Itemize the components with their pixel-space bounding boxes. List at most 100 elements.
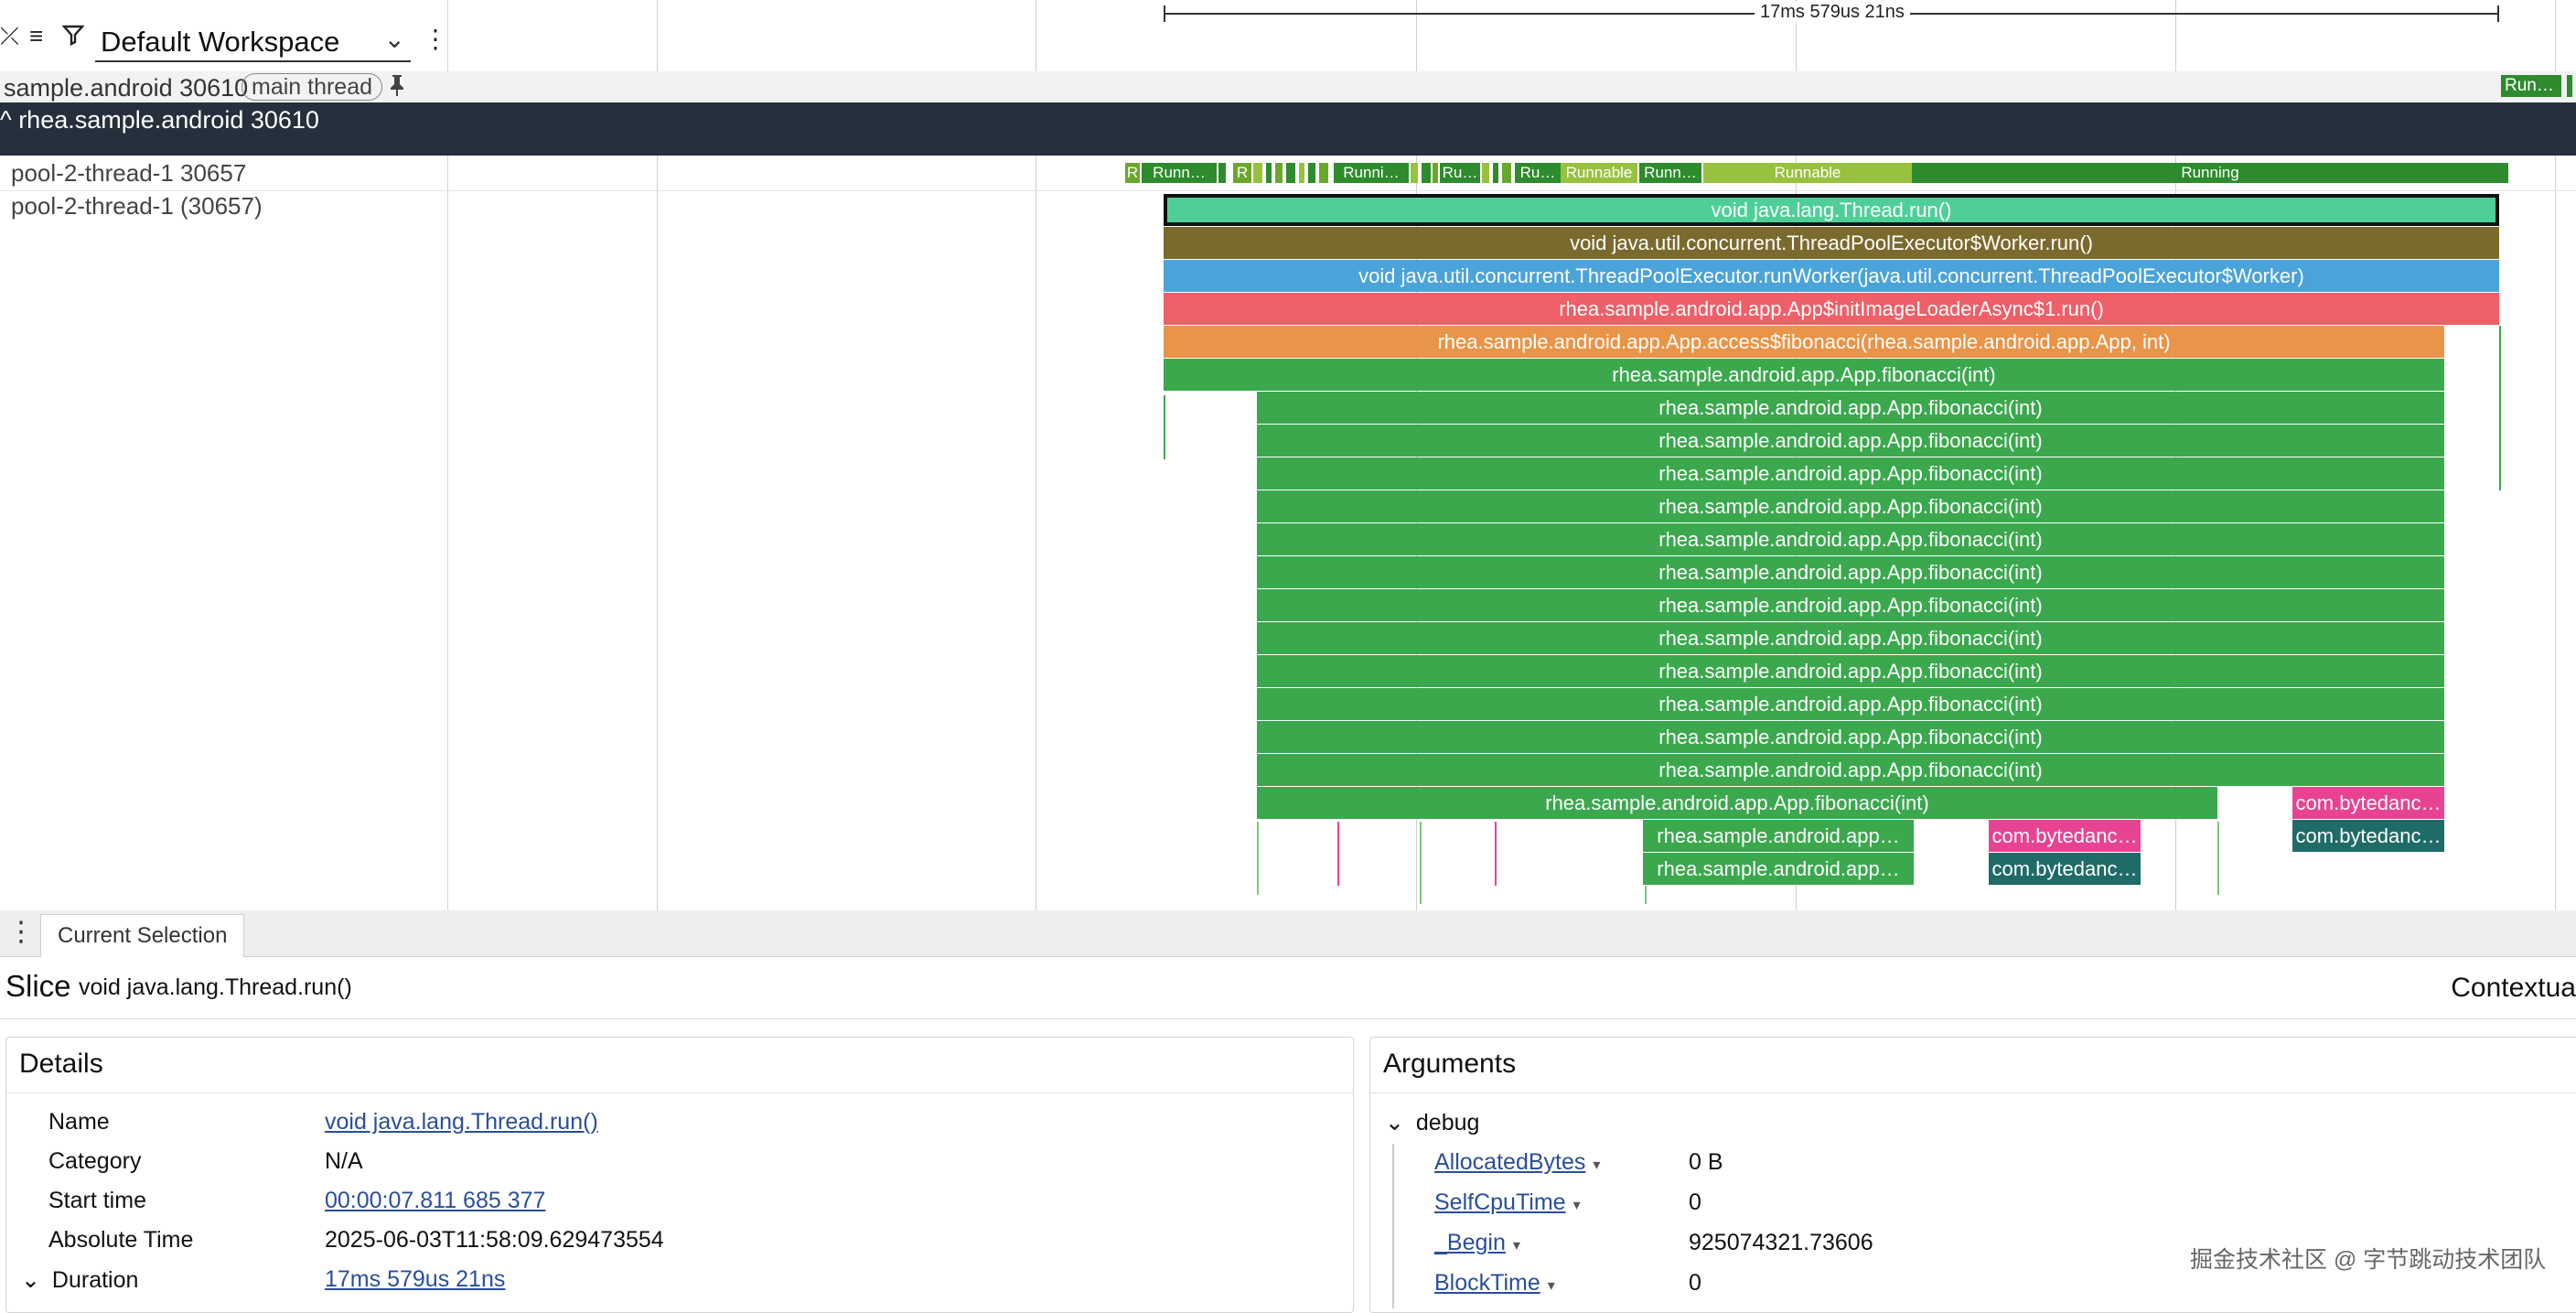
thread-state-segment[interactable]	[1411, 163, 1418, 183]
thread-state-segment[interactable]: R	[1233, 163, 1251, 183]
thread-state-segment[interactable]: Ru…	[1440, 163, 1480, 183]
thread-state-segment[interactable]	[1299, 163, 1304, 183]
thread-state-track[interactable]: pool-2-thread-1 30657	[0, 157, 2576, 191]
thread-state-running[interactable]: Run…	[2501, 75, 2558, 97]
arg-key-link[interactable]: SelfCpuTime	[1434, 1189, 1566, 1215]
slice[interactable]: rhea.sample.android.app.App.fibonacci(in…	[1257, 425, 2444, 457]
slice[interactable]: rhea.sample.android.app.App.fibonacci(in…	[1257, 589, 2444, 621]
caret-down-icon[interactable]: ▾	[1593, 1157, 1601, 1173]
thread-state-segment[interactable]: Runnable	[1703, 163, 1912, 183]
process-group-title: ^ rhea.sample.android 30610	[0, 106, 319, 134]
thin-slice[interactable]	[2499, 326, 2501, 490]
details-card: Details Name void java.lang.Thread.run()…	[5, 1037, 1354, 1313]
slice[interactable]: rhea.sample.android.app.App.access$fibon…	[1164, 326, 2444, 358]
detail-value-name-link[interactable]: void java.lang.Thread.run()	[325, 1109, 598, 1135]
thread-state-segment[interactable]	[1482, 163, 1489, 183]
thread-state-segment[interactable]	[1433, 163, 1438, 183]
thread-state-segment[interactable]: Ru…	[1515, 163, 1561, 183]
thread-state-running[interactable]	[2558, 75, 2561, 97]
caret-down-icon[interactable]: ▾	[1547, 1278, 1555, 1294]
arg-key-link[interactable]: AllocatedBytes	[1434, 1149, 1586, 1175]
debug-group-expander[interactable]: ⌄ debug	[1385, 1109, 1479, 1136]
detail-value-duration-link[interactable]: 17ms 579us 21ns	[325, 1266, 506, 1292]
slice[interactable]: rhea.sample.android.app.App.fibonacci(in…	[1257, 622, 2444, 654]
thread-state-segment[interactable]	[1493, 163, 1498, 183]
arg-key-allocatedbytes[interactable]: AllocatedBytes ▾	[1434, 1149, 1600, 1176]
panel-menu-icon[interactable]: ⋮	[7, 917, 35, 947]
workspace-select[interactable]: Default Workspace ⌄	[95, 20, 411, 62]
selection-range-start[interactable]	[1164, 5, 1165, 22]
thread-state-running[interactable]	[2567, 75, 2572, 97]
caret-down-icon[interactable]: ▾	[1512, 1238, 1520, 1254]
list-filter-icon[interactable]: ≡	[29, 22, 44, 49]
slice[interactable]: void java.util.concurrent.ThreadPoolExec…	[1164, 260, 2499, 292]
slice[interactable]: rhea.sample.android.app.App.fibonacci(in…	[1257, 490, 2444, 522]
thread-state-segment[interactable]: Runn…	[1639, 163, 1701, 183]
track-label-divider[interactable]	[447, 0, 448, 910]
tab-current-selection[interactable]: Current Selection	[40, 914, 245, 957]
slice[interactable]: rhea.sample.android.app.App.fibonacci(in…	[1257, 688, 2444, 720]
thin-slice[interactable]	[1257, 822, 1259, 895]
process-group-header[interactable]: ^ rhea.sample.android 30610	[0, 102, 2576, 156]
slice-type-title: Slice	[5, 969, 71, 1003]
thread-state-segment[interactable]: Runn…	[1142, 163, 1217, 183]
slice[interactable]: void java.util.concurrent.ThreadPoolExec…	[1164, 227, 2499, 259]
thread-state-segment[interactable]	[1218, 163, 1226, 183]
arg-key-link[interactable]: _Begin	[1434, 1230, 1506, 1255]
caret-down-icon[interactable]: ▾	[1572, 1198, 1581, 1213]
slice[interactable]: rhea.sample.android.app.App.fibonacci(in…	[1257, 655, 2444, 687]
funnel-filter-icon[interactable]	[61, 24, 85, 49]
thread-state-segment[interactable]	[1308, 163, 1315, 183]
slice[interactable]: rhea.sample.android.app.App.fibonacci(in…	[1257, 556, 2444, 588]
slice[interactable]: rhea.sample.android.app…	[1643, 853, 1914, 885]
detail-key-duration: Duration	[51, 1267, 139, 1293]
thread-state-segment[interactable]	[1275, 163, 1283, 183]
thread-state-segment[interactable]: R	[1125, 163, 1140, 183]
thread-state-segment[interactable]	[1502, 163, 1511, 183]
chevron-up-icon[interactable]: ^	[0, 106, 12, 134]
slice[interactable]: rhea.sample.android.app…	[1643, 820, 1914, 852]
arg-key-begin[interactable]: _Begin ▾	[1434, 1230, 1520, 1256]
thread-state-segment[interactable]: Running	[1912, 163, 2508, 183]
thread-state-segment[interactable]	[1266, 163, 1272, 183]
thin-slice[interactable]	[2217, 822, 2219, 895]
thin-slice[interactable]	[1495, 822, 1497, 886]
selected-slice[interactable]: void java.lang.Thread.run()	[1164, 194, 2499, 226]
slice[interactable]: rhea.sample.android.app.App.fibonacci(in…	[1164, 359, 2444, 391]
thread-state-segment[interactable]	[1286, 163, 1295, 183]
thread-state-segment[interactable]	[1319, 163, 1328, 183]
slice[interactable]: rhea.sample.android.app.App$initImageLoa…	[1164, 293, 2499, 325]
collapse-all-icon[interactable]: ⤫	[0, 22, 19, 49]
thin-slice[interactable]	[1420, 822, 1422, 904]
thin-slice[interactable]	[1337, 822, 1339, 886]
detail-value-start-time-link[interactable]: 00:00:07.811 685 377	[325, 1188, 546, 1213]
slice[interactable]: com.bytedanc…	[2292, 787, 2444, 819]
slice[interactable]: rhea.sample.android.app.App.fibonacci(in…	[1257, 457, 2444, 490]
thread-state-segment[interactable]	[1422, 163, 1431, 183]
details-panel: ⋮ Current Selection Slice void java.lang…	[0, 910, 2576, 1313]
thread-state-segment[interactable]: Runni…	[1334, 163, 1409, 183]
arg-key-link[interactable]: BlockTime	[1434, 1270, 1540, 1296]
arg-key-selfcputime[interactable]: SelfCpuTime ▾	[1434, 1189, 1581, 1216]
duration-expander[interactable]: ⌄ Duration	[21, 1266, 138, 1294]
arg-key-blocktime[interactable]: BlockTime ▾	[1434, 1270, 1555, 1297]
thin-slice[interactable]	[1164, 395, 1165, 459]
slice[interactable]: rhea.sample.android.app.App.fibonacci(in…	[1257, 787, 2217, 819]
slice[interactable]: rhea.sample.android.app.App.fibonacci(in…	[1257, 392, 2444, 424]
thread-state-segment[interactable]	[1253, 163, 1262, 183]
selection-range-end[interactable]	[2497, 5, 2499, 22]
main-thread-chip: main thread	[242, 73, 383, 101]
slice[interactable]: com.bytedanc…	[2292, 820, 2444, 852]
slice[interactable]: com.bytedanc…	[1989, 853, 2141, 885]
thread-state-track-label: pool-2-thread-1 30657	[11, 159, 247, 187]
thin-slice[interactable]	[1645, 886, 1647, 904]
slice[interactable]: rhea.sample.android.app.App.fibonacci(in…	[1257, 523, 2444, 555]
chevron-down-icon: ⌄	[1385, 1110, 1404, 1135]
slice[interactable]: rhea.sample.android.app.App.fibonacci(in…	[1257, 754, 2444, 786]
thread-state-segment[interactable]: Runnable	[1561, 163, 1637, 183]
more-options-icon[interactable]: ⋮	[423, 25, 448, 53]
pinned-track[interactable]: sample.android 30610 main thread Run…	[0, 71, 2576, 103]
slice[interactable]: com.bytedanc…	[1989, 820, 2141, 852]
slice[interactable]: rhea.sample.android.app.App.fibonacci(in…	[1257, 721, 2444, 753]
pin-icon[interactable]	[388, 73, 406, 103]
